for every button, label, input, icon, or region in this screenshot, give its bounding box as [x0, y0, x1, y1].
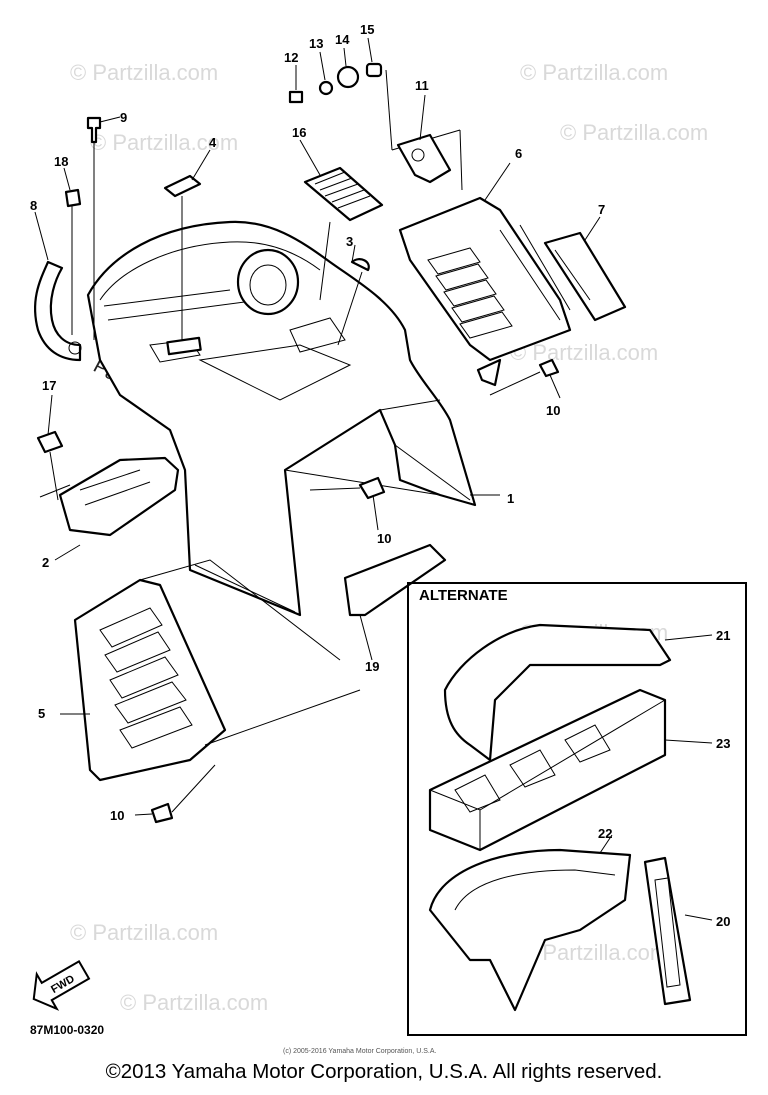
- small-plate: [163, 174, 202, 356]
- callout-12: 12: [284, 50, 298, 65]
- callout-1: 1: [507, 491, 514, 506]
- strip: [543, 231, 627, 322]
- callout-11: 11: [415, 78, 429, 93]
- watermark: © Partzilla.com: [70, 60, 218, 85]
- bolt-icons: [150, 358, 560, 824]
- diagram-code: 87M100-0320: [30, 1023, 104, 1037]
- pad: [303, 166, 384, 301]
- callout-17: 17: [42, 378, 56, 393]
- callout-21: 21: [716, 628, 730, 643]
- watermark: © Partzilla.com: [70, 920, 218, 945]
- callout-2: 2: [42, 555, 49, 570]
- leader-lines: [34, 37, 713, 921]
- hood: [443, 623, 672, 762]
- tray: [428, 848, 632, 1012]
- alternate-box: ALTERNATE: [407, 582, 747, 1036]
- callout-16: 16: [292, 125, 306, 140]
- callout-22: 22: [598, 826, 612, 841]
- watermark: © Partzilla.com: [120, 990, 268, 1015]
- callout-20: 20: [716, 914, 730, 929]
- callout-23: 23: [716, 736, 730, 751]
- fwd-arrow-icon: FWD: [32, 959, 91, 1011]
- callout-8: 8: [30, 198, 37, 213]
- side-trim: [34, 260, 82, 362]
- lower-vent-grille: [73, 559, 361, 782]
- watermark: © Partzilla.com: [560, 120, 708, 145]
- watermark: © Partzilla.com: [520, 60, 668, 85]
- callout-7: 7: [598, 202, 605, 217]
- callout-18: 18: [54, 154, 68, 169]
- cover-plate: [343, 543, 447, 617]
- watermark: © Partzilla.com: [90, 130, 238, 155]
- callout-15: 15: [360, 22, 374, 37]
- alternate-title: ALTERNATE: [419, 587, 508, 604]
- main-cowl: [86, 220, 477, 617]
- callout-10-b: 10: [377, 531, 391, 546]
- callout-9: 9: [120, 110, 127, 125]
- screw-and-grommet: [64, 116, 102, 340]
- watermark: © Partzilla.com: [520, 940, 668, 965]
- callout-4: 4: [209, 135, 217, 150]
- small-copyright: (c) 2005-2016 Yamaha Motor Corporation, …: [283, 1048, 436, 1055]
- copyright-footer: ©2013 Yamaha Motor Corporation, U.S.A. A…: [105, 1060, 663, 1083]
- upper-vent-grille: [398, 196, 572, 387]
- clip: [350, 258, 370, 272]
- callout-14: 14: [335, 32, 350, 47]
- callout-5: 5: [38, 706, 45, 721]
- gasket: [643, 856, 692, 1006]
- callout-13: 13: [309, 36, 323, 51]
- callout-19: 19: [365, 659, 379, 674]
- callout-6: 6: [515, 146, 522, 161]
- bracket: [396, 133, 452, 184]
- callout-10-c: 10: [110, 808, 124, 823]
- callout-10-a: 10: [546, 403, 560, 418]
- callout-3: 3: [346, 234, 353, 249]
- lower-vent-cover: [36, 430, 180, 537]
- callouts: 1 2 3 4 5 6 7 8 9 10 10 10 11 12 13 14 1…: [30, 22, 730, 929]
